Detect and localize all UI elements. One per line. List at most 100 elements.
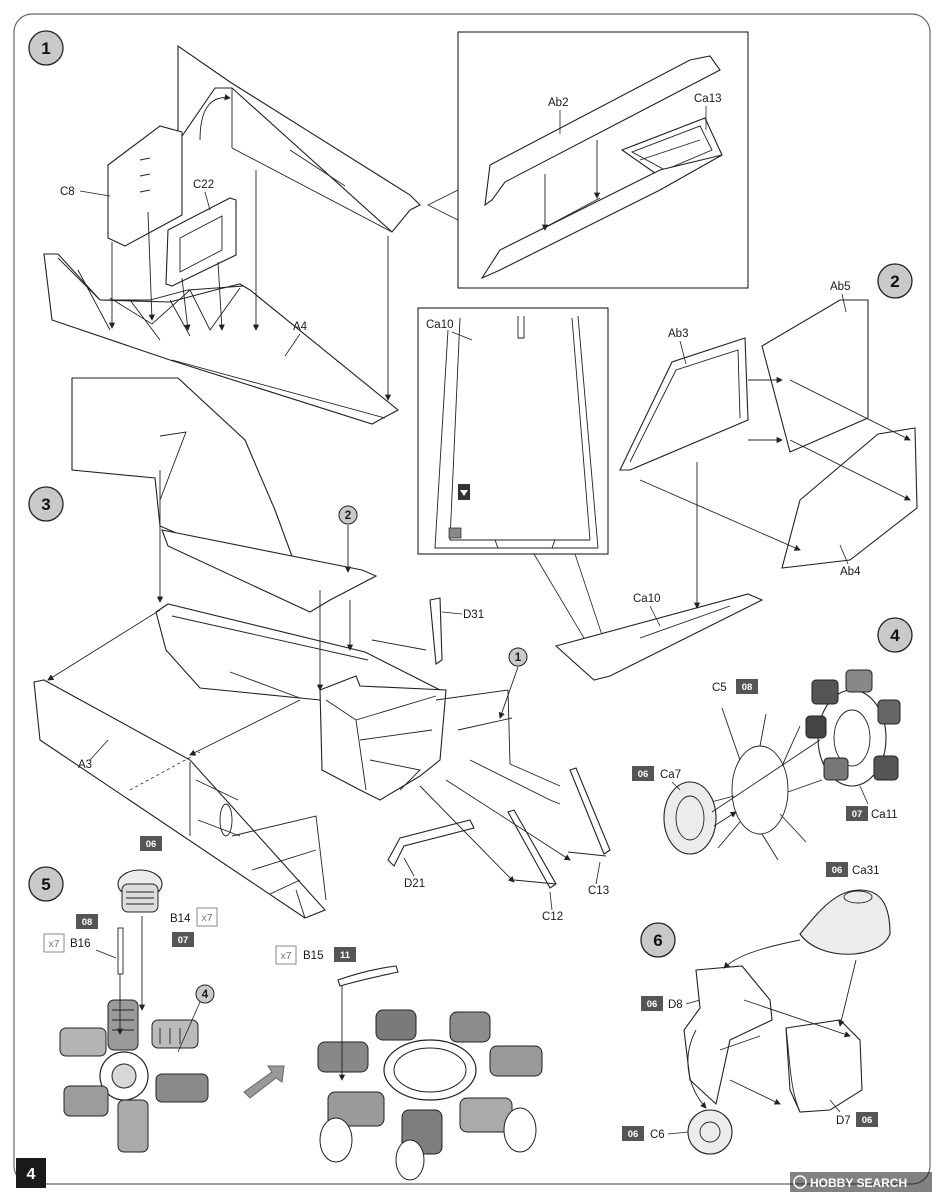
- part-ca31-drawing: [799, 889, 891, 955]
- svg-text:x7: x7: [48, 938, 59, 950]
- part-ab3-drawing: [619, 337, 749, 471]
- engine-top-view-drawing: [317, 1009, 543, 1181]
- step-number: 1: [41, 39, 50, 58]
- chip-11: [334, 947, 356, 962]
- chip-ca7: [632, 766, 654, 781]
- label-ca10: Ca10: [633, 593, 661, 605]
- svg-text:07: 07: [178, 935, 189, 946]
- part-ab2-drawing: [484, 55, 721, 207]
- step-5: 5 4 06 B14 x7 07 08: [28, 836, 543, 1181]
- svg-text:06: 06: [638, 769, 649, 780]
- chip-c5: [736, 679, 758, 694]
- step-badge: [28, 30, 64, 66]
- part-a3-drawing: [33, 679, 326, 919]
- step-4: 4 08 C5 06 Ca7 07 Ca11: [632, 617, 913, 861]
- multiplier-box-b15: [275, 945, 297, 965]
- page-border: [13, 13, 931, 1185]
- subassembly-2-drawing: [161, 529, 378, 613]
- step-number: 3: [41, 495, 50, 514]
- label-ca31: Ca31: [852, 865, 880, 877]
- part-b16-drawing: [117, 927, 124, 975]
- part-c13-drawing: [569, 767, 611, 855]
- multiplier-box-b16: [43, 933, 65, 953]
- fuselage-panel-inset-drawing: [480, 154, 723, 280]
- chip-08: [76, 914, 98, 929]
- part-ab4-drawing: [781, 427, 918, 569]
- multiplier-box-b14: [196, 907, 218, 927]
- label-c8: C8: [60, 186, 75, 198]
- fuselage-upper-drawing: [155, 603, 441, 701]
- label-ab2: Ab2: [548, 97, 568, 109]
- svg-text:06: 06: [146, 839, 157, 850]
- svg-text:07: 07: [852, 809, 863, 820]
- watermark-icon: [793, 1175, 807, 1189]
- chip-d7: [856, 1112, 878, 1127]
- part-d21-drawing: [387, 819, 475, 867]
- step-badge: [28, 486, 64, 522]
- page-number: 4: [27, 1166, 36, 1183]
- part-ab5-drawing: [761, 299, 869, 453]
- part-d8-drawing: [683, 965, 773, 1106]
- engine-radial-drawing: [59, 999, 209, 1153]
- label-d21: D21: [404, 878, 425, 890]
- label-b16: B16: [70, 938, 90, 950]
- label-ca13: Ca13: [694, 93, 722, 105]
- ref-number-1: 1: [515, 652, 522, 664]
- part-c6-drawing: [687, 1109, 733, 1155]
- step-badge: [28, 866, 64, 902]
- label-d7: D7: [836, 1115, 851, 1127]
- label-b14: B14: [170, 913, 191, 925]
- chip-06: [140, 836, 162, 851]
- label-c22: C22: [193, 179, 214, 191]
- part-c8-drawing: [107, 125, 183, 247]
- svg-text:08: 08: [82, 917, 93, 928]
- chip-ca11: [846, 806, 868, 821]
- step-1: 1 C8 C22 A4: [28, 30, 749, 425]
- step-6: 6 06 Ca31 06 D8 D7 06 06 C6: [622, 862, 891, 1155]
- part-d31-drawing: [429, 597, 443, 665]
- ref-badge-2: [338, 505, 358, 525]
- part-b15-drawing: [337, 965, 399, 987]
- svg-text:08: 08: [742, 682, 753, 693]
- label-ca10-inset: Ca10: [426, 319, 454, 331]
- page-number-tab: [16, 1158, 46, 1188]
- step-badge: [877, 263, 913, 299]
- svg-text:x7: x7: [280, 950, 291, 962]
- label-c13: C13: [588, 885, 609, 897]
- label-a4: A4: [293, 321, 308, 333]
- chip-d8: [641, 996, 663, 1011]
- part-ca7-drawing: [663, 781, 717, 855]
- label-c5: C5: [712, 682, 727, 694]
- next-view-arrow: [243, 1065, 285, 1099]
- cockpit-frame-drawing: [319, 675, 447, 801]
- svg-text:11: 11: [340, 950, 351, 961]
- label-ab3: Ab3: [668, 328, 688, 340]
- chip-ca31: [826, 862, 848, 877]
- chip-c6: [622, 1126, 644, 1141]
- part-a4-drawing: [43, 253, 399, 425]
- label-ab4: Ab4: [840, 566, 861, 578]
- step-badge: [877, 617, 913, 653]
- part-c22-drawing: [165, 197, 237, 287]
- svg-text:06: 06: [832, 865, 843, 876]
- step-number: 2: [890, 272, 899, 291]
- chip-07: [172, 932, 194, 947]
- label-b15: B15: [303, 950, 323, 962]
- ref-number-2: 2: [345, 510, 351, 522]
- step-2: 2 Ab5 Ab3 Ab4 Ca10: [554, 263, 918, 681]
- ref-badge-1: [508, 647, 528, 667]
- svg-text:06: 06: [628, 1129, 639, 1140]
- ref-number-4: 4: [202, 989, 209, 1001]
- step-badge: [640, 922, 676, 958]
- label-ca11: Ca11: [871, 809, 898, 821]
- label-c6: C6: [650, 1129, 665, 1141]
- fuselage-side-panel-drawing: [177, 44, 421, 233]
- part-c12-drawing: [507, 809, 557, 889]
- step-3: 3 2 1 D31: [28, 377, 611, 923]
- ref-badge-4: [195, 984, 215, 1004]
- step-number: 4: [890, 626, 900, 645]
- label-ab5: Ab5: [830, 281, 850, 293]
- step-number: 6: [653, 931, 662, 950]
- part-d7-drawing: [785, 1019, 863, 1113]
